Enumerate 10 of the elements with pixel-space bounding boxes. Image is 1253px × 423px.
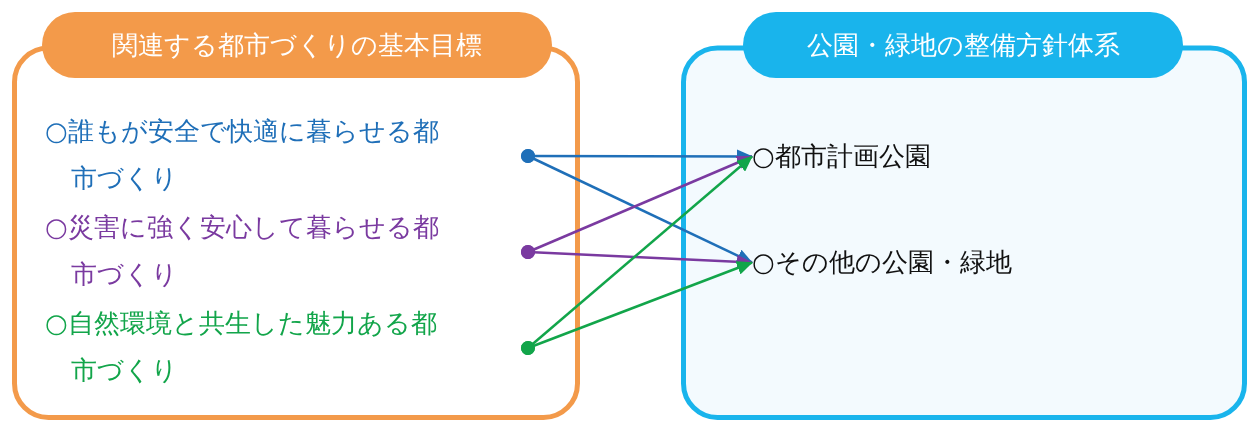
- heading-tab: 公園・緑地の整備方針体系: [743, 12, 1183, 78]
- goal-text: ○都市計画公園: [752, 133, 1012, 180]
- group-panel: [12, 12, 580, 420]
- goal-text: ○自然環境と共生した魅力ある都市づくり: [45, 300, 528, 396]
- goal-text: ○誰もが安全で快適に暮らせる都市づくり: [45, 108, 528, 204]
- group-panel: [681, 12, 1247, 420]
- heading-tab: 関連する都市づくりの基本目標: [42, 12, 552, 78]
- goal-text: ○災害に強く安心して暮らせる都市づくり: [45, 204, 528, 300]
- arrow: [521, 261, 753, 355]
- goal-text: ○その他の公園・緑地: [752, 239, 1092, 286]
